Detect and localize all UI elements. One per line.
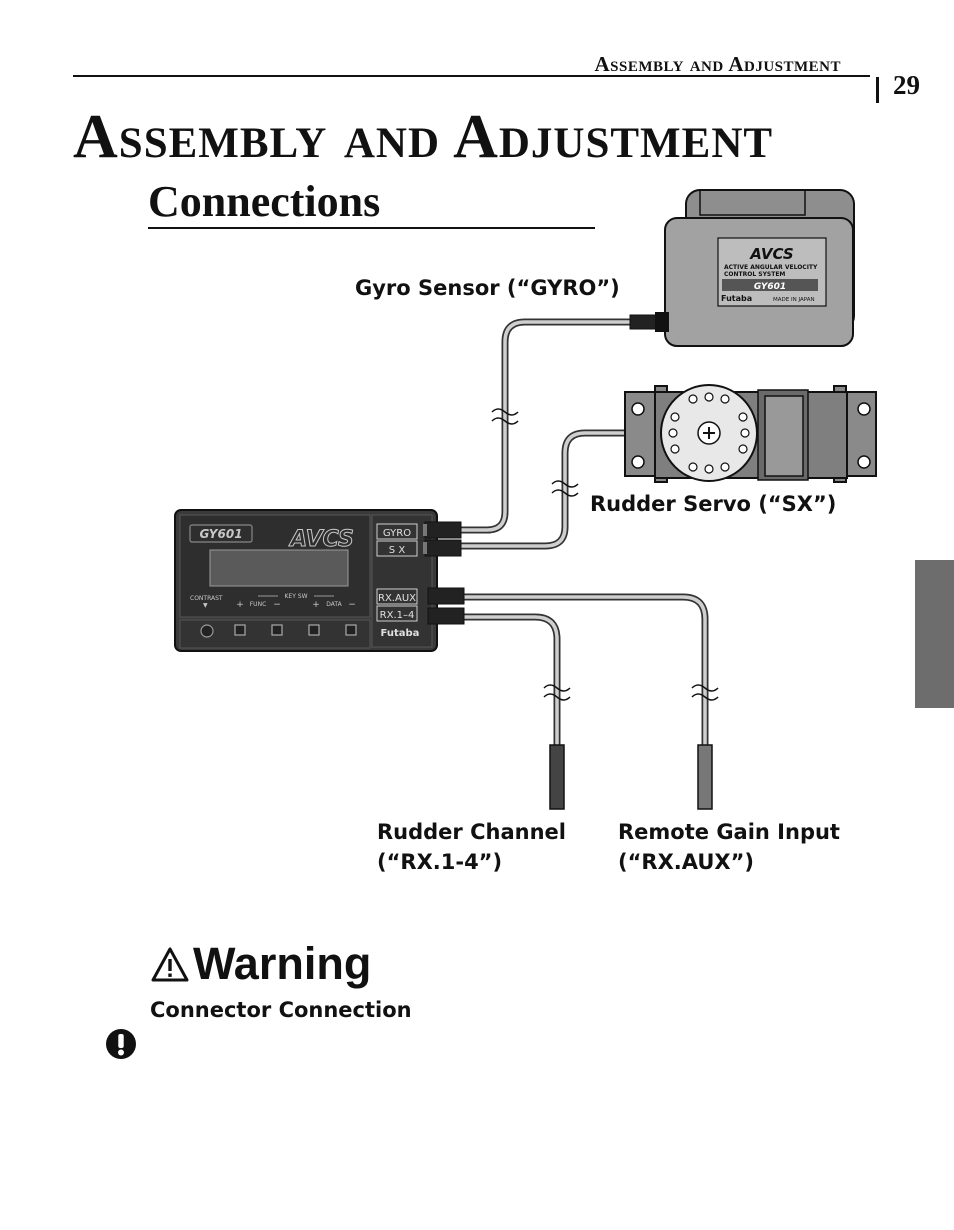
amp-func-plus: + bbox=[236, 600, 244, 610]
gyro-model-label: GY601 bbox=[754, 282, 786, 292]
page-number: 29 bbox=[893, 70, 920, 100]
gyro-sensor-label: Gyro Sensor (“GYRO”) bbox=[355, 276, 620, 300]
amp-data-minus: − bbox=[348, 600, 356, 610]
amp-brand: Futaba bbox=[381, 628, 420, 639]
remote-gain-label-line1: Remote Gain Input bbox=[618, 820, 840, 844]
remote-gain-label-line2: (“RX.AUX”) bbox=[618, 850, 754, 874]
amp-port-gyro: GYRO bbox=[383, 528, 411, 539]
warning-subheading: Connector Connection bbox=[150, 998, 412, 1022]
gyro-brand: Futaba bbox=[721, 294, 752, 303]
amp-key-4 bbox=[345, 624, 357, 636]
amp-keysw-label: KEY SW bbox=[284, 593, 307, 600]
amp-port-rx14: RX.1–4 bbox=[380, 610, 415, 621]
amp-contrast-label: CONTRAST bbox=[190, 595, 223, 602]
gyro-sensor-unit: AVCS ACTIVE ANGULAR VELOCITY CONTROL SYS… bbox=[629, 189, 855, 347]
running-header: Assembly and Adjustment bbox=[594, 52, 841, 76]
section-title: Connections bbox=[148, 177, 381, 226]
amp-func-label: FUNC bbox=[250, 601, 267, 608]
amp-avcs-logo: AVCS bbox=[288, 527, 354, 552]
amp-model-label: GY601 bbox=[199, 527, 242, 541]
amp-port-sx: S X bbox=[389, 545, 406, 556]
amp-contrast-arrow: ▼ bbox=[203, 602, 208, 609]
rudder-servo bbox=[624, 384, 877, 483]
amp-port-rxaux: RX.AUX bbox=[378, 593, 416, 604]
amp-key-1 bbox=[234, 624, 246, 636]
section-rule bbox=[148, 227, 595, 229]
remote-gain-plug bbox=[697, 744, 713, 810]
amp-contrast-knob bbox=[200, 624, 214, 638]
gyro-made-in: MADE IN JAPAN bbox=[773, 297, 815, 303]
amp-data-plus: + bbox=[312, 600, 320, 610]
amp-data-label: DATA bbox=[326, 601, 342, 608]
rudder-channel-plug bbox=[549, 744, 565, 810]
gyro-caption-line2: CONTROL SYSTEM bbox=[724, 271, 785, 278]
amp-func-minus: − bbox=[273, 600, 281, 610]
rudder-channel-label-line2: (“RX.1-4”) bbox=[377, 850, 503, 874]
page-number-divider bbox=[876, 77, 879, 103]
amp-key-2 bbox=[271, 624, 283, 636]
header-rule bbox=[73, 75, 870, 77]
cable-break-marks bbox=[491, 408, 719, 701]
amp-key-3 bbox=[308, 624, 320, 636]
mandatory-exclamation-icon bbox=[106, 1029, 136, 1059]
rudder-channel-label-line1: Rudder Channel bbox=[377, 820, 566, 844]
warning-triangle-icon bbox=[151, 947, 189, 982]
warning-title: Warning bbox=[193, 938, 372, 989]
connection-diagram: AVCS ACTIVE ANGULAR VELOCITY CONTROL SYS… bbox=[174, 189, 877, 810]
page-title: Assembly and Adjustment bbox=[73, 103, 774, 171]
rudder-servo-label: Rudder Servo (“SX”) bbox=[590, 492, 837, 516]
gy601-amplifier: GY601 AVCS CONTRAST ▼ KEY SW + FUNC − + … bbox=[174, 509, 465, 652]
gyro-avcs-logo: AVCS bbox=[749, 245, 793, 263]
amp-lcd bbox=[209, 549, 349, 587]
chapter-tab bbox=[915, 560, 954, 708]
gyro-caption-line1: ACTIVE ANGULAR VELOCITY bbox=[724, 264, 818, 271]
